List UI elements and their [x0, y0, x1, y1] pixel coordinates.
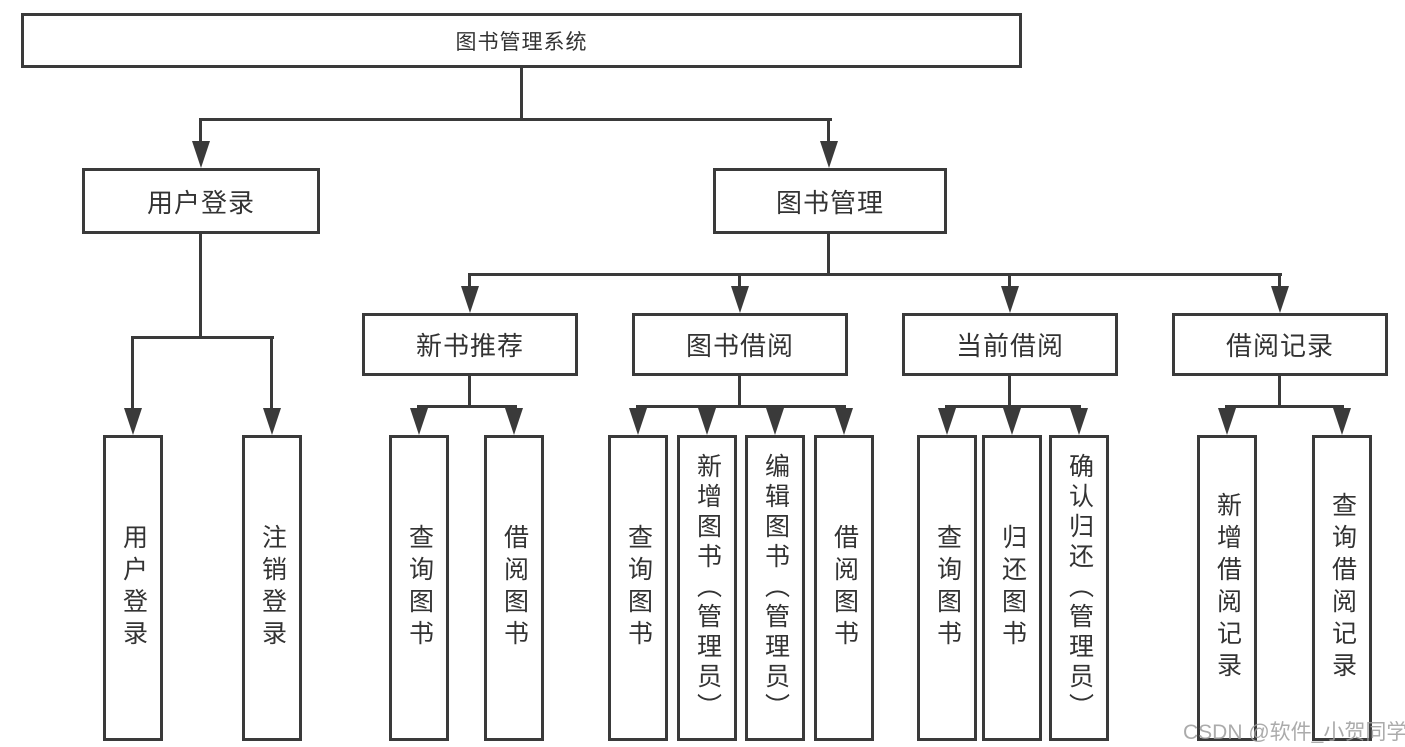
node-label: 用户登录	[146, 187, 255, 218]
arrow-down-icon	[698, 408, 716, 435]
node-borrowing-records: 借阅记录	[1172, 313, 1388, 376]
connector-stem	[468, 273, 471, 288]
leaf-nb-borrow-books: 借阅图书	[484, 435, 544, 741]
arrow-down-icon	[124, 408, 142, 435]
arrow-down-icon	[1271, 286, 1289, 313]
arrow-down-icon	[731, 286, 749, 313]
connector-stem	[270, 336, 273, 410]
node-new-book-recommend: 新书推荐	[362, 313, 578, 376]
node-label: 图书借阅	[685, 331, 794, 361]
arrow-down-icon	[1003, 408, 1021, 435]
node-book-management: 图书管理	[713, 168, 947, 234]
arrow-down-icon	[1218, 408, 1236, 435]
leaf-bb-query-books: 查询图书	[608, 435, 668, 741]
connector-book-mgmt-trunk	[827, 234, 830, 276]
leaf-label: 借阅图书	[830, 524, 859, 652]
arrow-down-icon	[629, 408, 647, 435]
leaf-logout: 注销登录	[242, 435, 302, 741]
node-book-borrowing: 图书借阅	[632, 313, 848, 376]
node-label: 借阅记录	[1225, 331, 1334, 361]
leaf-br-add-record: 新增借阅记录	[1197, 435, 1257, 741]
leaf-label: 注销登录	[258, 524, 287, 652]
connector-new-book-branch	[417, 405, 517, 408]
node-label: 当前借阅	[955, 331, 1064, 361]
connector-stem	[827, 118, 830, 143]
arrow-down-icon	[410, 408, 428, 435]
leaf-cb-return-books: 归还图书	[982, 435, 1042, 741]
leaf-br-query-record: 查询借阅记录	[1312, 435, 1372, 741]
leaf-cb-query-books: 查询图书	[917, 435, 977, 741]
connector-stem	[199, 118, 202, 143]
leaf-label: 新增借阅记录	[1213, 492, 1242, 684]
node-current-borrowing: 当前借阅	[902, 313, 1118, 376]
leaf-user-login: 用户登录	[103, 435, 163, 741]
arrow-down-icon	[1001, 286, 1019, 313]
connector-user-login-trunk	[199, 234, 202, 339]
leaf-label: 归还图书	[998, 524, 1027, 652]
leaf-label: 用户登录	[119, 524, 148, 652]
connector-book-borrowing-branch	[636, 405, 846, 408]
connector-user-login-branch	[131, 336, 274, 339]
arrow-down-icon	[505, 408, 523, 435]
node-label: 图书管理系统	[455, 30, 588, 54]
leaf-label: 查询图书	[624, 524, 653, 652]
csdn-watermark: CSDN @软件_小贺同学	[1183, 721, 1405, 744]
connector-book-borrowing-trunk	[738, 376, 741, 408]
arrow-down-icon	[766, 408, 784, 435]
connector-stem	[738, 273, 741, 288]
node-label: 新书推荐	[415, 331, 524, 361]
connector-level2-branch	[200, 118, 832, 121]
leaf-label: 查询借阅记录	[1328, 492, 1357, 684]
leaf-bb-edit-books-admin: 编辑图书（管理员）	[745, 435, 805, 741]
leaf-nb-query-books: 查询图书	[389, 435, 449, 741]
arrow-down-icon	[461, 286, 479, 313]
arrow-down-icon	[938, 408, 956, 435]
leaf-bb-borrow-books: 借阅图书	[814, 435, 874, 741]
leaf-bb-add-books-admin: 新增图书（管理员）	[677, 435, 737, 741]
arrow-down-icon	[835, 408, 853, 435]
node-library-management-system: 图书管理系统	[21, 13, 1022, 68]
leaf-label: 查询图书	[405, 524, 434, 652]
arrow-down-icon	[820, 141, 838, 168]
leaf-cb-confirm-return-admin: 确认归还（管理员）	[1049, 435, 1109, 741]
leaf-label: 借阅图书	[500, 524, 529, 652]
arrow-down-icon	[192, 141, 210, 168]
leaf-label: 新增图书（管理员）	[693, 453, 722, 723]
leaf-label: 编辑图书（管理员）	[761, 453, 790, 723]
node-label: 图书管理	[775, 187, 884, 218]
arrow-down-icon	[1070, 408, 1088, 435]
leaf-label: 确认归还（管理员）	[1065, 453, 1094, 723]
connector-stem	[1278, 273, 1281, 288]
connector-stem	[1008, 273, 1011, 288]
leaf-label: 查询图书	[933, 524, 962, 652]
connector-level3-branch	[468, 273, 1282, 276]
connector-new-book-trunk	[468, 376, 471, 408]
connector-borrowing-records-trunk	[1278, 376, 1281, 408]
connector-borrowing-records-branch	[1225, 405, 1344, 408]
connector-current-borrowing-trunk	[1008, 376, 1011, 408]
arrow-down-icon	[263, 408, 281, 435]
connector-current-borrowing-branch	[945, 405, 1081, 408]
arrow-down-icon	[1333, 408, 1351, 435]
connector-root-trunk	[520, 67, 523, 121]
node-user-login: 用户登录	[82, 168, 320, 234]
connector-stem	[131, 336, 134, 410]
